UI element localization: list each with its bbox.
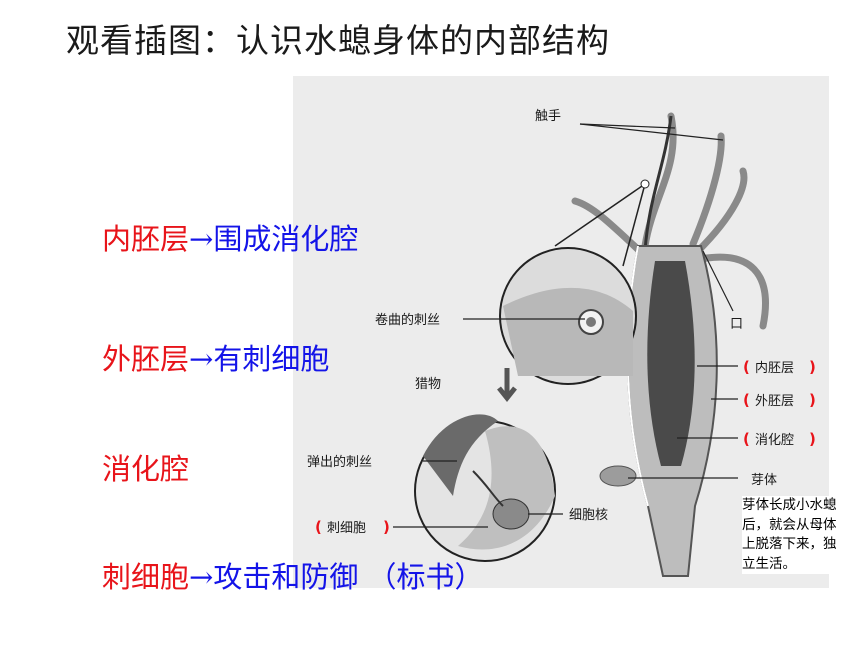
term: 外胚层 [102, 342, 190, 376]
desc: 攻击和防御 （标书） [213, 560, 484, 594]
page-title: 观看插图：认识水螅身体的内部结构 [66, 21, 610, 60]
row-gastric-cavity: 消化腔 [102, 446, 189, 488]
desc: 有刺细胞 [213, 342, 330, 376]
svg-text:(: ( [743, 391, 750, 409]
gastric-cavity [647, 261, 695, 466]
svg-text:): ) [809, 391, 816, 409]
row-ectoderm: 外胚层→有刺细胞 [102, 342, 330, 376]
row-endoderm: 内胚层→围成消化腔 [102, 222, 359, 256]
label-tentacle: 触手 [535, 109, 561, 124]
leader-lines [393, 123, 738, 528]
svg-text:(: ( [743, 358, 750, 376]
bud-note: 芽体长成小水螅后，就会从母体上脱落下来，独立生活。 [742, 496, 842, 574]
label-bud: 芽体 [751, 473, 777, 488]
desc: 围成消化腔 [213, 222, 359, 256]
svg-text:(: ( [315, 518, 322, 536]
svg-text:): ) [383, 518, 390, 536]
label-coiled-thread: 卷曲的刺丝 [375, 312, 440, 328]
label-gastric-cavity: 消化腔 [755, 433, 794, 448]
label-ejected-thread: 弹出的刺丝 [307, 454, 372, 470]
term: 内胚层 [102, 222, 190, 256]
svg-text:): ) [809, 358, 816, 376]
label-prey: 猎物 [415, 377, 441, 392]
term: 消化腔 [102, 452, 190, 486]
bud [599, 465, 637, 487]
label-mouth: 口 [730, 317, 743, 332]
label-ectoderm: 外胚层 [755, 394, 794, 409]
term: 刺细胞 [102, 560, 190, 594]
label-endoderm: 内胚层 [755, 360, 794, 376]
tentacle-dark [643, 115, 673, 252]
svg-text:(: ( [743, 430, 750, 448]
svg-text:): ) [809, 430, 816, 448]
label-nucleus: 细胞核 [569, 508, 608, 523]
row-cnidocyte: 刺细胞→攻击和防御 （标书） [102, 560, 484, 594]
label-cnidocyte: 刺细胞 [327, 521, 366, 536]
hydra-diagram: 触手 卷曲的刺丝 猎物 弹出的刺丝 ( 刺细胞 ) 细胞核 口 ( 内胚层 ) … [293, 76, 829, 588]
